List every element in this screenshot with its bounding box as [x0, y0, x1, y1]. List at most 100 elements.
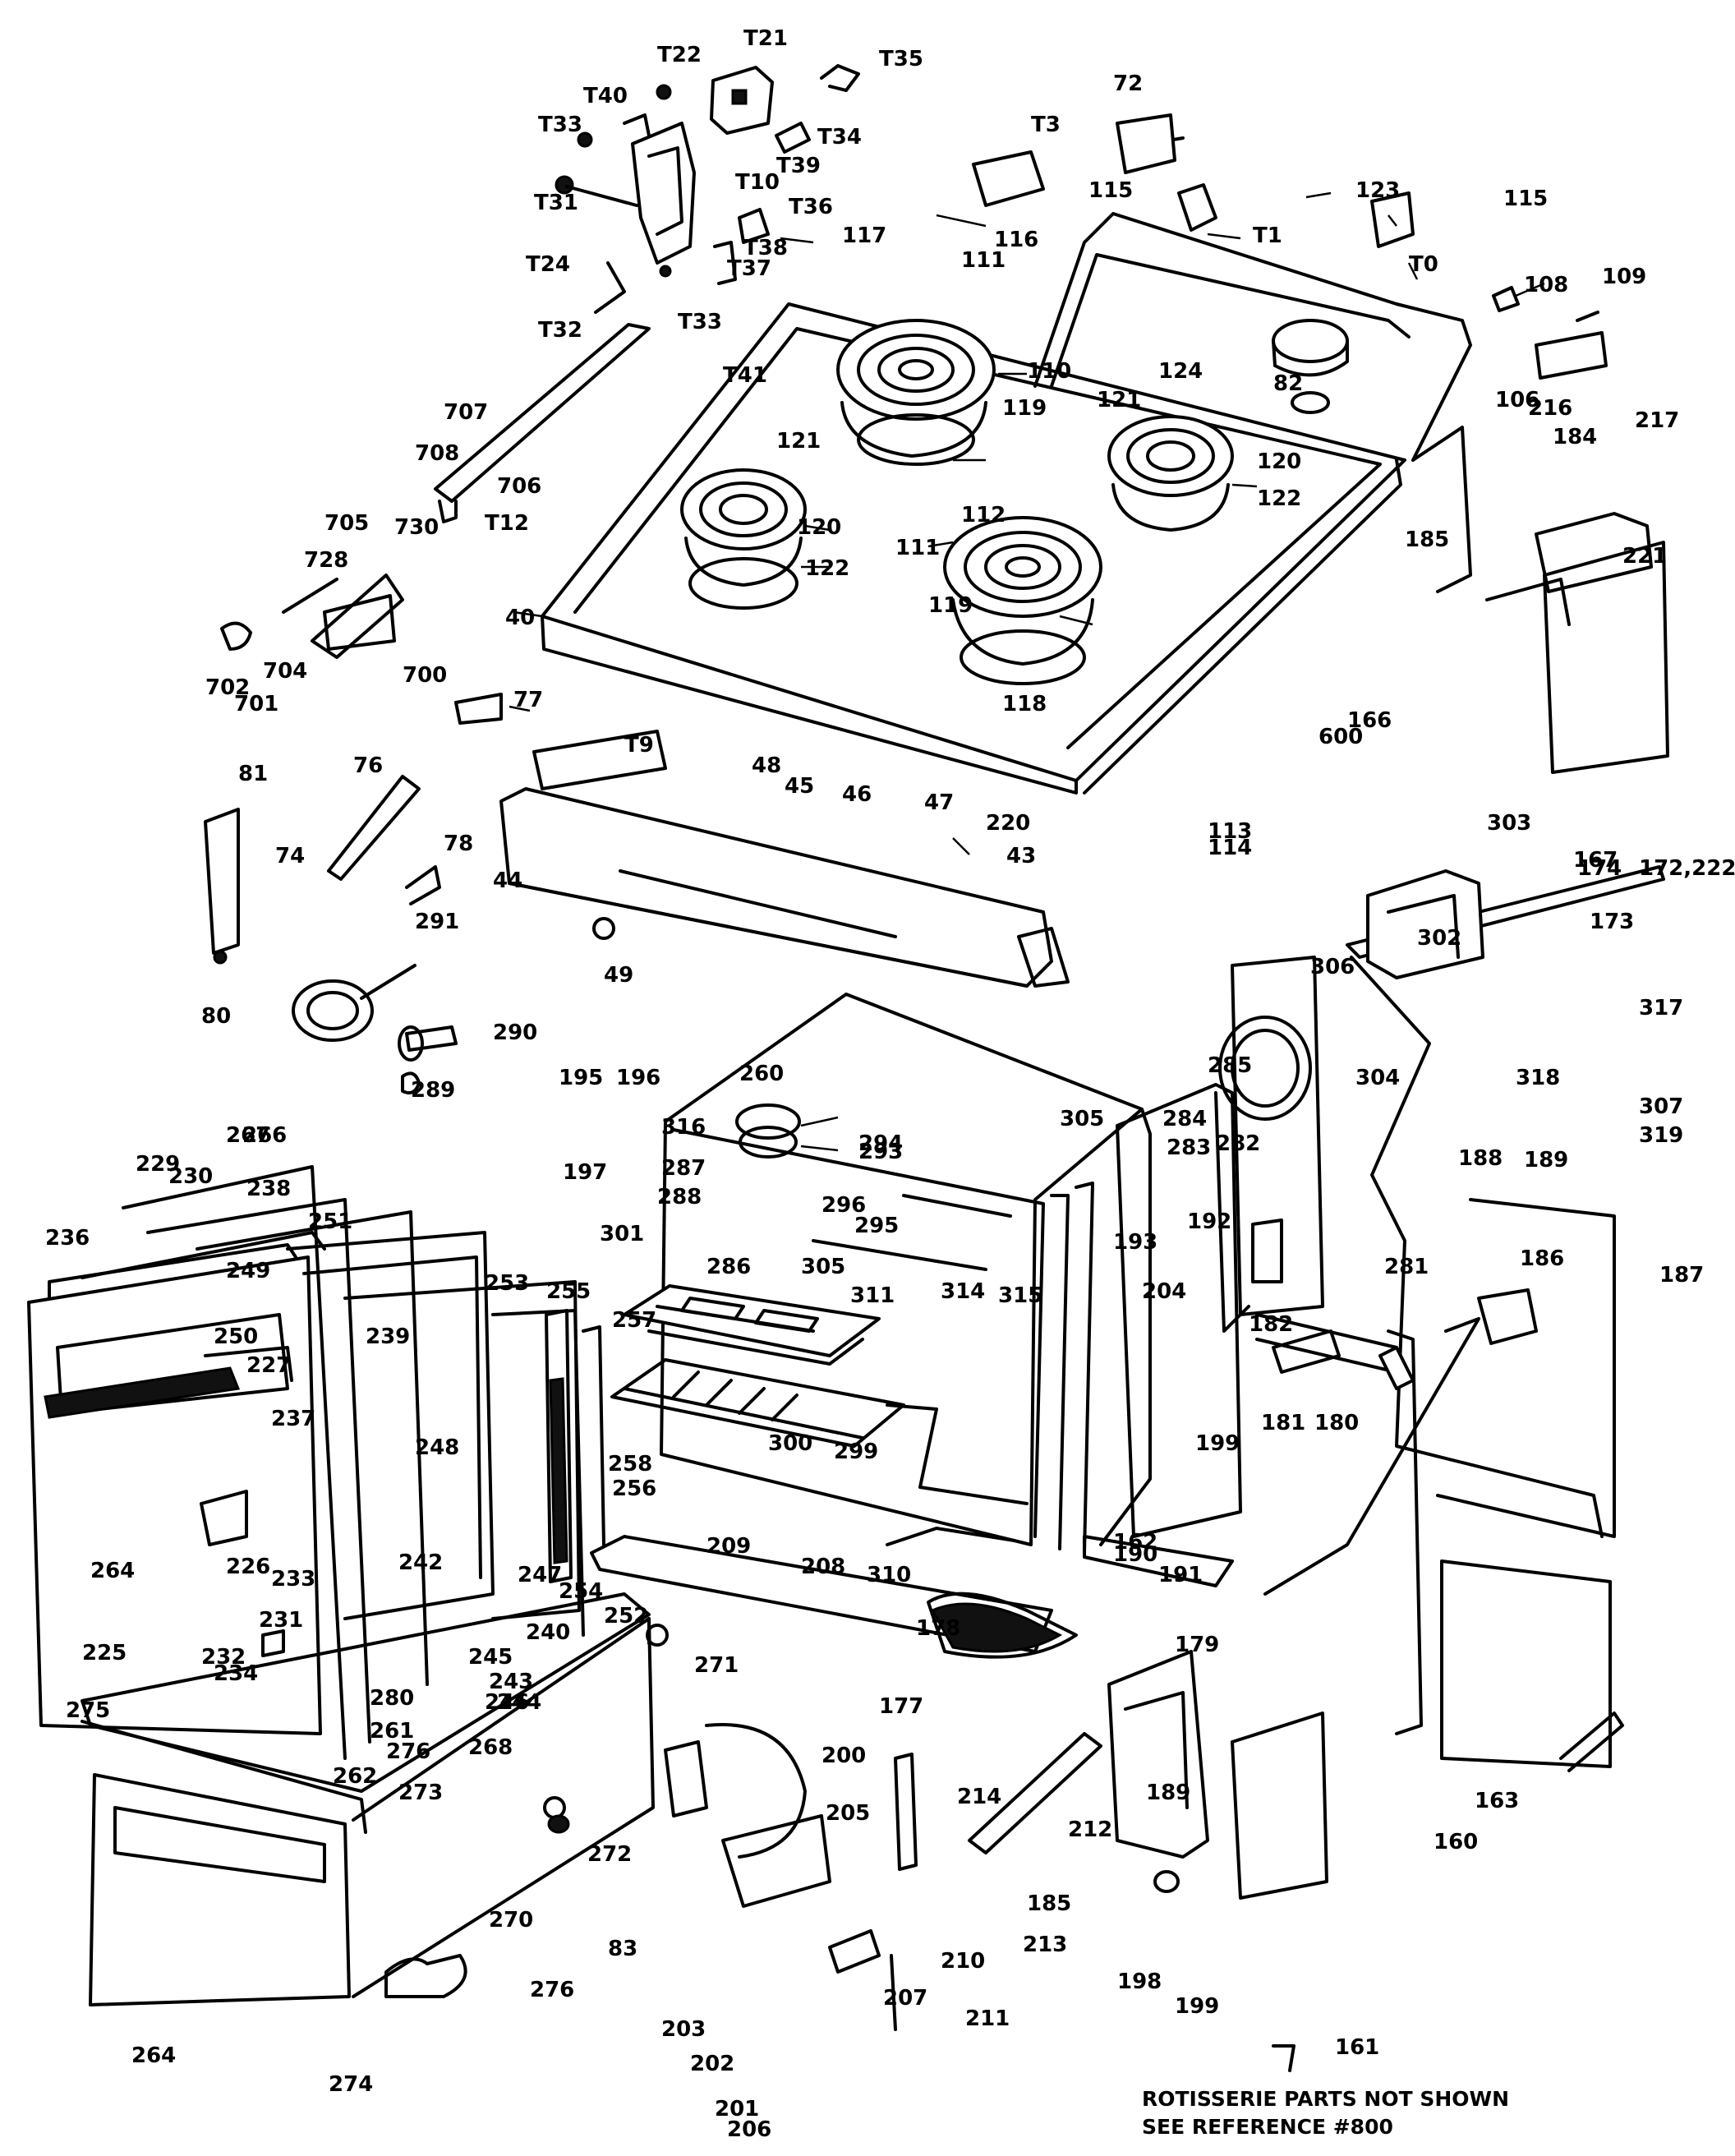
part-number-label: T39: [776, 154, 821, 178]
part-number-label: 287: [661, 1156, 706, 1181]
part-number-label: 113: [1208, 819, 1252, 844]
part-number-label: T12: [485, 511, 529, 536]
part-number-label: 110: [1027, 359, 1071, 384]
part-number-label: 242: [398, 1550, 443, 1575]
part-number-label: 46: [842, 782, 872, 807]
part-number-label: 250: [214, 1324, 258, 1349]
part-number-label: 182: [1249, 1312, 1293, 1337]
part-number-label: 74: [275, 844, 305, 868]
part-number-label: 43: [1006, 844, 1036, 868]
part-number-label: 264: [90, 1559, 135, 1583]
part-number-label: 244: [497, 1690, 541, 1715]
part-number-label: 124: [1158, 359, 1203, 384]
part-number-label: 185: [1027, 1891, 1071, 1916]
part-number-label: 119: [928, 593, 973, 618]
infinite-switch-parts: [972, 113, 1608, 380]
part-number-label: 162: [1113, 1530, 1157, 1555]
part-number-label: 311: [850, 1283, 895, 1308]
oven-liner: [660, 993, 1152, 1555]
part-number-label: T32: [538, 318, 582, 343]
part-number-label: 271: [694, 1653, 739, 1678]
part-number-label: 192: [1187, 1209, 1231, 1234]
part-number-label: T33: [678, 310, 722, 334]
leader-lines: [509, 191, 1545, 1152]
part-number-label: 299: [834, 1440, 878, 1464]
part-number-label: 40: [505, 606, 535, 630]
part-number-label: 121: [1097, 388, 1141, 412]
part-number-label: 80: [201, 1004, 231, 1029]
part-number-label: 44: [493, 868, 522, 893]
part-number-label: 213: [1023, 1933, 1067, 1957]
part-number-label: 261: [370, 1719, 414, 1744]
part-number-label: 248: [415, 1435, 459, 1460]
part-number-label: 310: [867, 1563, 911, 1587]
part-number-label: 286: [706, 1255, 751, 1279]
part-number-label: 181: [1261, 1411, 1305, 1435]
part-number-label: 253: [485, 1271, 529, 1296]
part-number-label: 114: [1208, 836, 1252, 860]
part-number-label: 180: [1314, 1411, 1359, 1435]
part-number-label: 116: [994, 228, 1038, 252]
part-number-label: 226: [226, 1555, 270, 1579]
part-number-label: 730: [394, 515, 439, 540]
part-number-label: 210: [941, 1949, 985, 1974]
part-number-label: 206: [727, 2117, 771, 2142]
part-number-label: 196: [616, 1066, 660, 1090]
part-number-label: 275: [66, 1698, 110, 1723]
part-number-label: 81: [238, 762, 268, 786]
part-number-label: 76: [353, 753, 383, 778]
part-number-label: 255: [546, 1279, 591, 1304]
part-number-label: 728: [304, 548, 348, 573]
part-number-label: 217: [1635, 408, 1679, 433]
part-number-label: 77: [513, 688, 543, 712]
part-number-label: 239: [366, 1324, 410, 1349]
part-number-label: 115: [1503, 187, 1548, 211]
part-number-label: 189: [1524, 1148, 1568, 1172]
part-number-label: 252: [604, 1604, 648, 1629]
part-number-label: 305: [801, 1255, 845, 1279]
cooktop-assembly: [541, 212, 1472, 795]
part-number-label: 258: [608, 1452, 652, 1476]
part-number-label: 118: [1002, 692, 1047, 716]
part-number-label: 47: [924, 790, 954, 815]
part-number-label: 212: [1068, 1817, 1112, 1842]
part-number-label: 207: [883, 1986, 927, 2011]
part-number-label: 172,222: [1639, 856, 1735, 881]
part-number-label: 231: [259, 1608, 303, 1633]
part-number-label: 304: [1355, 1066, 1400, 1090]
part-number-label: 120: [797, 515, 841, 540]
part-number-label: 232: [201, 1645, 246, 1670]
part-number-label: 185: [1405, 527, 1449, 552]
part-number-label: 227: [246, 1353, 291, 1378]
part-number-label: 221: [1622, 544, 1667, 569]
thermostat-bracket-group: [555, 64, 860, 314]
part-number-label: 256: [612, 1476, 656, 1501]
part-number-label: 301: [600, 1222, 644, 1246]
part-number-label: 294: [858, 1131, 903, 1156]
oven-door-assembly: [27, 1165, 605, 1760]
part-number-label: 245: [468, 1645, 513, 1670]
part-number-label: 283: [1167, 1136, 1211, 1160]
oven-frame: [1083, 956, 1480, 1596]
part-number-label: T37: [727, 256, 771, 281]
part-number-label: 115: [1088, 178, 1133, 203]
part-number-label: 234: [214, 1661, 258, 1686]
part-number-label: 293: [858, 1140, 903, 1164]
part-number-label: 268: [468, 1735, 513, 1760]
part-number-label: 307: [1639, 1094, 1683, 1119]
part-number-label: 254: [559, 1579, 603, 1604]
note-line-1: ROTISSERIE PARTS NOT SHOWN: [1142, 2087, 1510, 2111]
part-number-label: 167: [1573, 848, 1618, 873]
part-number-label: 306: [1310, 955, 1355, 979]
part-number-label: 199: [1175, 1994, 1219, 2019]
part-number-label: 240: [526, 1620, 570, 1645]
part-number-label: T1: [1253, 223, 1282, 248]
part-number-label: 49: [604, 963, 633, 988]
part-number-label: 280: [370, 1686, 414, 1711]
part-number-label: 302: [1417, 926, 1461, 951]
part-number-label: 243: [489, 1670, 533, 1694]
part-number-label: 701: [234, 692, 278, 716]
part-number-label: 238: [246, 1177, 291, 1201]
part-number-label: 266: [242, 1123, 287, 1148]
part-number-label: T38: [743, 236, 788, 260]
